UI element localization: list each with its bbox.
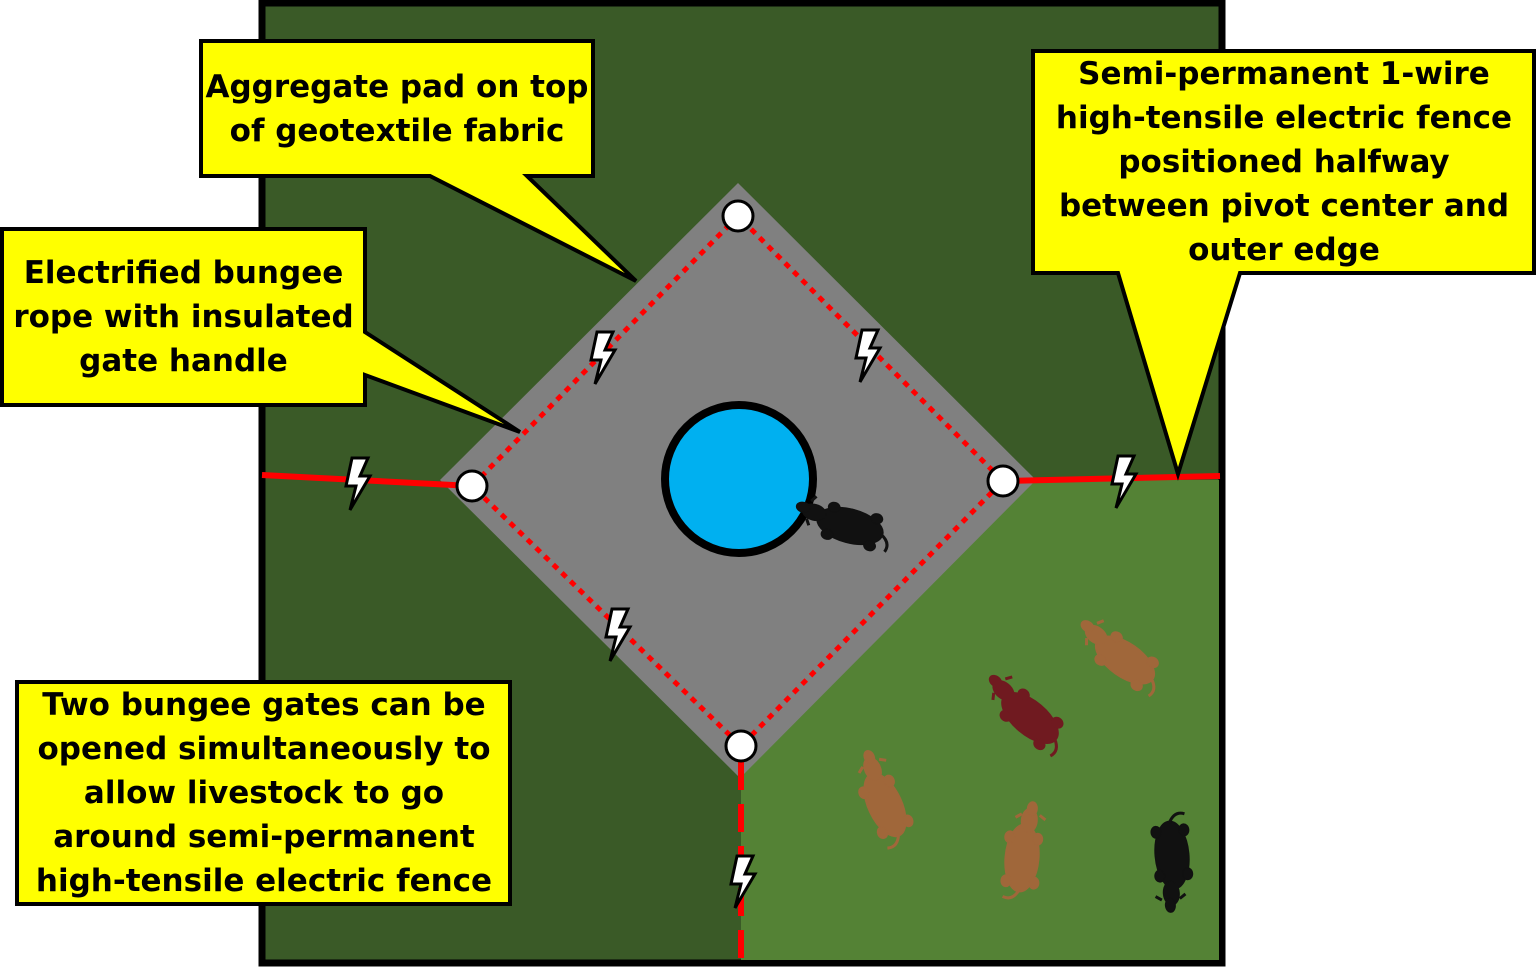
callout-aggregate-pad [199,39,638,283]
callout-semi-permanent-fence-text: Semi-permanent 1-wire high-tensile elect… [1055,56,1513,268]
callout-two-gates-text: Two bungee gates can be opened simultane… [35,687,493,899]
callout-aggregate-pad-text: Aggregate pad on top of geotextile fabri… [205,69,589,149]
callout-bungee-rope-text: Electrified bungee rope with insulated g… [13,255,354,379]
bungee-fence [468,214,1007,750]
callout-semi-permanent-fence [1031,49,1536,481]
callout-two-gates [15,680,512,906]
insulator-icon [455,199,1020,763]
callout-bungee-rope [0,227,522,434]
water-tank-icon [661,401,817,557]
fence-east [1002,473,1221,484]
